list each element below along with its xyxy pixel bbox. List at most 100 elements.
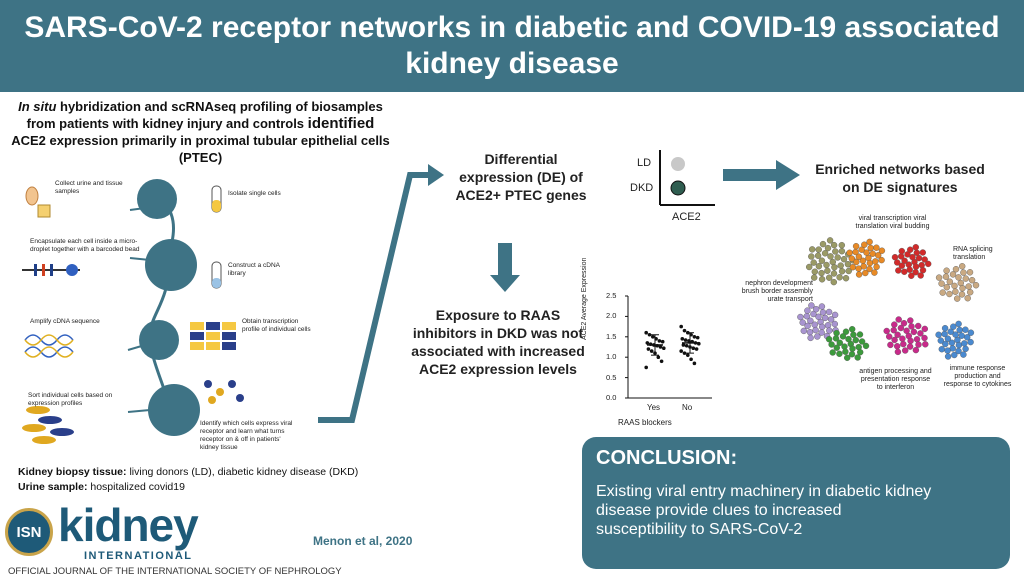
step-isolate: Isolate single cells [228,190,281,197]
nephron-cluster-node [838,268,846,275]
nephron-cluster-node [818,269,825,277]
chart-x-tick-label: Yes [647,403,661,412]
antigen-green-cluster-node [857,349,864,356]
receptor-cells-icon [204,380,244,404]
biopsy-note: Kidney biopsy tissue: living donors (LD)… [18,466,359,478]
nephron-cluster-node [834,254,841,261]
viral-cluster-node [848,255,855,262]
splicing-cluster-node [912,269,919,276]
chart-point [686,353,690,357]
viral-cluster-node [872,258,879,265]
chart-point [660,339,665,344]
urate-cluster-node [807,317,814,324]
viral-cluster-node [852,248,859,256]
urate-cluster-node [803,313,810,320]
viral-network-label: viral transcription viral translation vi… [855,215,930,230]
urate-cluster-node [819,309,827,316]
kidney-logo-text: kidney [58,499,199,551]
urate-cluster-node [831,320,838,328]
antigen-cluster-node [894,348,902,356]
workflow-node-4 [148,384,200,436]
antigen-green-cluster-node [829,349,836,356]
translation-cluster-node [935,274,943,281]
viral-cluster-node [873,263,880,271]
translation-cluster-node [968,277,976,284]
translation-cluster-node [966,269,974,276]
chart-point [662,346,666,351]
urate-cluster-node [826,327,833,334]
urate-cluster-node [800,327,807,335]
nephron-cluster-node [819,240,827,248]
antigen-cluster-node [894,343,901,350]
antigen-cluster-node [897,324,905,332]
nephron-cluster-node [815,263,823,270]
urine-note: Urine sample: hospitalized covid19 [18,481,185,493]
chart-point [647,332,652,337]
translation-cluster-node [952,288,959,295]
translation-cluster-node [938,280,945,287]
antigen-cluster-node [891,321,898,328]
translation-cluster-node [972,282,980,289]
conclusion-heading: CONCLUSION: [596,447,738,469]
viral-cluster-node [858,246,865,253]
translation-cluster-node [962,275,969,282]
antigen-green-cluster-node [842,328,850,335]
chart-point [644,365,648,370]
sample-tubes-icon [25,186,51,218]
step-obtain: Obtain transcription profile of individu… [242,318,311,333]
antigen-green-cluster-node [849,326,856,333]
nephron-cluster-node [842,275,850,282]
nephron-cluster-node [838,241,845,249]
antigen-green-cluster-node [850,331,857,338]
translation-cluster-node [955,274,962,281]
antigen-green-cluster-node [833,329,840,337]
nephron-cluster-node [823,261,830,269]
antigen-cluster-node [908,323,915,330]
nephron-cluster-node [829,258,836,266]
nephron-cluster-node [826,274,833,281]
antigen-green-cluster-node [854,354,861,361]
urate-cluster-node [818,329,825,336]
urate-cluster-node [824,322,832,329]
workflow-node-2 [145,239,197,291]
immune-cluster-node [951,351,958,359]
nephron-cluster-node [811,274,818,281]
chart-point [644,330,648,335]
antigen-cluster-node [900,320,908,327]
urate-cluster-node [807,334,814,342]
viral-cluster-node [878,256,885,264]
antigen-green-cluster-node [836,350,843,357]
nephron-cluster-node [818,257,826,264]
isn-badge-text: ISN [16,523,42,541]
viral-cluster-node [866,265,873,273]
chart-y-tick-label: 1.5 [606,331,617,341]
antigen-green-cluster-node [849,345,856,352]
step-sort: Sort individual cells based on expressio… [28,392,113,407]
immune-cluster-node [967,338,974,346]
viral-cluster-node [867,244,874,252]
chart-point [692,335,697,339]
page-title: SARS-CoV-2 receptor networks in diabetic… [24,11,1000,80]
nephron-cluster-node [830,278,837,286]
splicing-cluster-node [907,246,914,253]
nephron-cluster-node [811,268,818,275]
translation-cluster-node [939,289,946,296]
intro-emphasis: identified [307,115,375,132]
chart-y-tick-label: 0.5 [606,372,617,382]
nephron-cluster-node [809,246,816,253]
antigen-green-cluster-node [833,344,840,351]
chart-point [679,349,683,353]
urate-cluster-node [813,306,820,313]
urate-cluster-node [831,311,839,319]
antigen-cluster-node [900,340,907,348]
viral-cluster-node [849,264,856,271]
antigen-cluster-node [917,330,924,337]
dna-strand-icon [24,334,74,358]
step-amplify: Amplify cDNA sequence [30,318,100,325]
viral-cluster-node [855,271,863,278]
translation-cluster-node [952,266,960,273]
viral-cluster-node [855,253,863,260]
viral-cluster-node [861,241,868,248]
splicing-cluster-node [912,263,920,270]
